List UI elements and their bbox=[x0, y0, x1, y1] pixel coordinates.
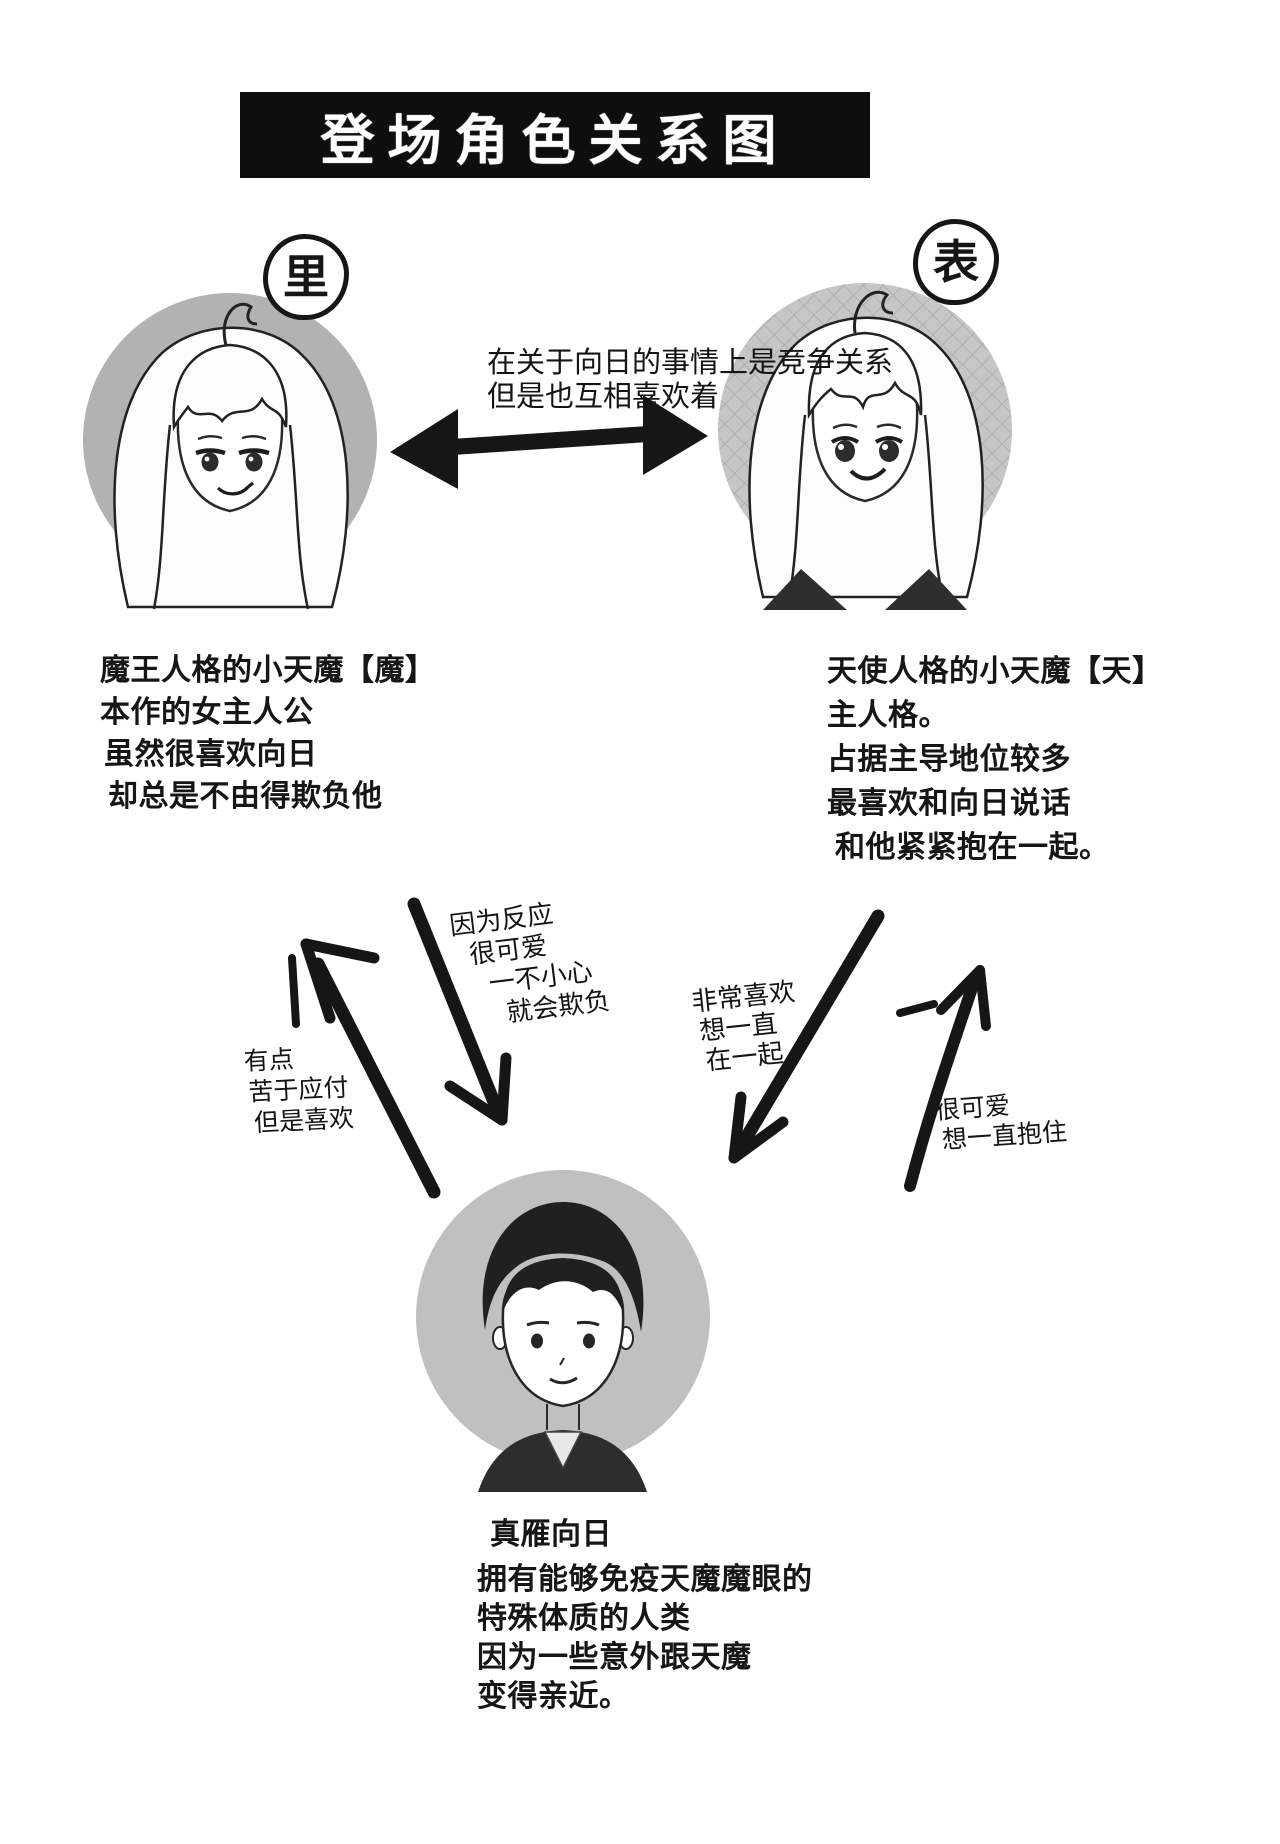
desc-line: 特殊体质的人类 bbox=[477, 1601, 691, 1636]
neck bbox=[546, 1404, 580, 1430]
eyebrow-left bbox=[526, 1320, 550, 1327]
eye-left bbox=[835, 440, 855, 462]
title-banner: 登场角色关系图 bbox=[240, 92, 870, 178]
angel-description: 天使人格的小天魔【天】 主人格。 占据主导地位较多 最喜欢和向日说话 和他紧紧抱… bbox=[827, 650, 1163, 870]
smirk-mouth bbox=[216, 481, 254, 496]
demon-to-hinata-note: 因为反应 很可爱 一不小心 就会欺负 bbox=[448, 894, 612, 1035]
angel-to-hinata-note: 非常喜欢 想一直 在一起 bbox=[690, 977, 803, 1077]
demon-description: 魔王人格的小天魔【魔】 本作的女主人公 虽然很喜欢向日 却总是不由得欺负他 bbox=[100, 650, 436, 818]
desc-line: 虽然很喜欢向日 bbox=[104, 737, 318, 772]
hair-strand-right bbox=[288, 424, 310, 610]
eyebrow-right bbox=[876, 423, 902, 430]
eyebrow-right bbox=[576, 1320, 600, 1327]
desc-line: 最喜欢和向日说话 bbox=[827, 786, 1071, 821]
smile-mouth bbox=[849, 467, 887, 481]
demon-girl-portrait bbox=[83, 293, 377, 610]
eye-glint-right bbox=[882, 444, 888, 450]
angel-heading: 天使人格的小天魔【天】 bbox=[827, 654, 1163, 689]
angel-side-badge: 表 bbox=[913, 219, 999, 305]
demon-heading: 魔王人格的小天魔【魔】 bbox=[100, 653, 436, 688]
eyebrow-right bbox=[241, 435, 267, 441]
eye-left bbox=[531, 1333, 543, 1349]
eyebrow-left bbox=[197, 435, 223, 441]
page-title: 登场角色关系图 bbox=[320, 108, 790, 172]
desc-line: 和他紧紧抱在一起。 bbox=[835, 830, 1110, 865]
desc-line: 却总是不由得欺负他 bbox=[108, 779, 383, 814]
desc-line: 变得亲近。 bbox=[477, 1679, 630, 1714]
angel-badge-char: 表 bbox=[933, 235, 979, 289]
eye-glint-right bbox=[248, 456, 254, 462]
ahoge-strand bbox=[853, 290, 894, 334]
collar-left bbox=[763, 569, 847, 610]
eye-glint-left bbox=[204, 456, 210, 462]
eyebrow-left bbox=[832, 423, 858, 430]
eyelid-right bbox=[874, 436, 904, 444]
note-line: 但是喜欢 bbox=[253, 1103, 355, 1138]
angel-girl-portrait bbox=[718, 283, 1012, 610]
eye-left bbox=[201, 452, 219, 472]
eye-right bbox=[879, 440, 899, 462]
collar-right bbox=[885, 569, 967, 610]
hair-strand-left bbox=[152, 424, 172, 610]
hair-strand-right bbox=[923, 414, 945, 600]
eyelid-right bbox=[238, 448, 270, 456]
desc-line: 因为一些意外跟天魔 bbox=[477, 1640, 752, 1675]
desc-line: 占据主导地位较多 bbox=[827, 742, 1071, 777]
hinata-boy-portrait bbox=[416, 1170, 710, 1492]
ahoge-strand bbox=[222, 302, 258, 346]
shirt bbox=[543, 1431, 583, 1470]
note-line: 但是也互相喜欢着 bbox=[487, 379, 720, 413]
rivalry-note: 在关于向日的事情上是竞争关系 但是也互相喜欢着 bbox=[487, 345, 893, 413]
bangs bbox=[172, 343, 288, 432]
nose bbox=[559, 1357, 565, 1366]
desc-line: 主人格。 bbox=[827, 698, 949, 733]
bangs bbox=[807, 331, 923, 420]
hinata-to-demon-note: 有点 苦于应付 但是喜欢 bbox=[243, 1040, 355, 1138]
desc-line: 本作的女主人公 bbox=[100, 695, 314, 730]
eye-right bbox=[245, 452, 263, 472]
mouth bbox=[549, 1376, 578, 1385]
desc-line: 拥有能够免疫天魔魔眼的 bbox=[477, 1562, 813, 1597]
eyelid-left bbox=[195, 448, 226, 456]
demon-side-badge: 里 bbox=[263, 234, 349, 320]
hair-back bbox=[482, 1202, 644, 1332]
eye-glint-left bbox=[838, 444, 844, 450]
eye-right bbox=[583, 1333, 595, 1349]
hinata-to-angel-note: 很可爱 想一直抱住 bbox=[934, 1087, 1068, 1156]
fringe bbox=[503, 1258, 623, 1312]
hinata-description: 拥有能够免疫天魔魔眼的 特殊体质的人类 因为一些意外跟天魔 变得亲近。 bbox=[477, 1560, 813, 1716]
note-line: 在关于向日的事情上是竞争关系 bbox=[487, 345, 894, 379]
hinata-name: 真雁向日 bbox=[490, 1517, 612, 1552]
eyelid-left bbox=[830, 436, 860, 444]
demon-badge-char: 里 bbox=[283, 250, 329, 304]
